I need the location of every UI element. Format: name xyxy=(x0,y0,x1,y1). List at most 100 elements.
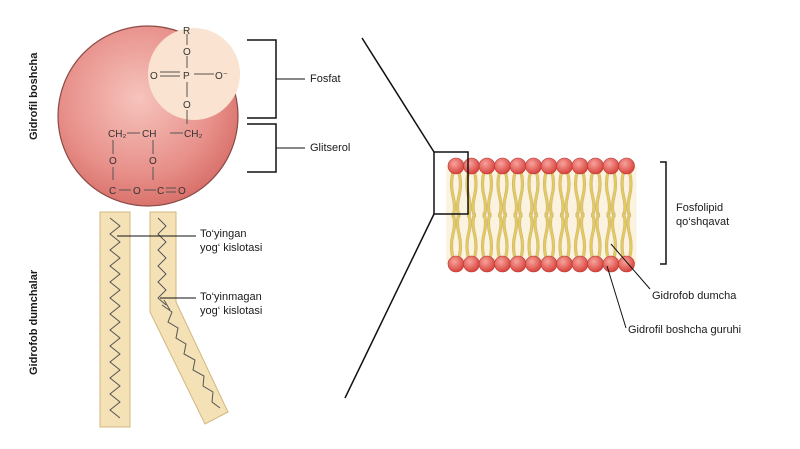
chem-ch2-left: CH₂ xyxy=(108,129,126,140)
bilayer-tail-bottom-core xyxy=(512,213,518,259)
bilayer-tail-top-core xyxy=(549,171,555,217)
bilayer-head-bottom xyxy=(540,255,558,273)
bilayer-head-bottom xyxy=(509,255,527,273)
bilayer-tail-bottom-core xyxy=(487,213,493,259)
bilayer-head-top xyxy=(571,157,589,175)
glycerol-label: Glitserol xyxy=(310,142,351,154)
bilayer-head-bottom xyxy=(478,255,496,273)
chem-o-minus: O⁻ xyxy=(215,71,228,82)
saturated-label-1: To‘yingan xyxy=(200,228,247,240)
bilayer-tail-bottom-core xyxy=(559,213,564,259)
chem-c-left: C xyxy=(109,186,116,197)
chem-o-top: O xyxy=(183,47,191,58)
bilayer-head-bottom xyxy=(447,255,465,273)
bilayer-head-top xyxy=(463,157,480,175)
chem-o-l1: O xyxy=(109,156,117,167)
chem-o-bridge: O xyxy=(133,186,141,197)
bilayer-tail-top-core xyxy=(590,171,595,217)
bilayer-head-top xyxy=(478,157,496,175)
bilayer-band xyxy=(446,166,637,264)
chemistry-labels: R O O P O⁻ O CH₂ CH CH₂ O O C O C O xyxy=(108,26,228,197)
chem-r: R xyxy=(183,26,190,37)
bilayer-tail-top-core xyxy=(481,171,487,217)
bilayer-tail-bottom-core xyxy=(565,213,570,259)
chem-o-mid: O xyxy=(183,100,191,111)
bilayer-label-1: Fosfolipid xyxy=(676,202,724,214)
zoom-line-top xyxy=(361,37,435,153)
bilayer-head-top xyxy=(540,157,558,175)
bilayer-tail-top-core xyxy=(565,171,570,217)
bilayer-tail-top-core xyxy=(596,171,601,217)
bilayer-tail-bottom-core xyxy=(543,213,549,259)
chem-c-right: C xyxy=(157,186,164,197)
bilayer-head-bottom xyxy=(571,255,589,273)
bilayer-tail-bottom-core xyxy=(481,213,487,259)
bilayer-tail-top-core xyxy=(543,171,549,217)
bilayer-tail-top-core xyxy=(472,171,477,217)
bilayer-tail-bottom-core xyxy=(472,213,477,259)
glycerol-bracket xyxy=(247,123,277,173)
bilayer-tail-bottom-core xyxy=(450,213,456,259)
bilayer-tail-bottom-core xyxy=(605,213,611,259)
chem-ch2-right: CH₂ xyxy=(184,129,202,140)
head-pointer-line xyxy=(606,265,627,329)
unsaturated-tail-box xyxy=(149,211,229,425)
bilayer-head-top xyxy=(525,157,542,175)
bilayer-head-bottom xyxy=(463,255,480,273)
saturated-label-2: yog‘ kislotasi xyxy=(200,242,263,254)
bilayer-head-top xyxy=(447,157,465,175)
bilayer-tail-bottom-core xyxy=(456,213,462,259)
bilayer-head-bottom xyxy=(618,255,635,273)
bilayer-tail-bottom-core xyxy=(621,213,626,259)
bilayer-bracket xyxy=(660,161,667,265)
tail-pointer-label: Gidrofob dumcha xyxy=(652,290,737,302)
bilayer-tail-top-core xyxy=(528,171,533,217)
double-bond-mark xyxy=(163,299,171,311)
phospholipid-bilayer xyxy=(446,157,637,273)
bilayer-tail-top-core xyxy=(621,171,626,217)
bilayer-head-top xyxy=(494,157,511,175)
bilayer-tail-top-core xyxy=(627,171,632,217)
bilayer-tail-top-core xyxy=(497,171,502,217)
bilayer-head-top xyxy=(602,157,620,175)
bilayer-tail-top-core xyxy=(580,171,586,217)
saturated-chain xyxy=(109,217,121,419)
bilayer-head-bottom xyxy=(602,255,620,273)
bilayer-head-bottom xyxy=(525,255,542,273)
bilayer-head-top xyxy=(618,157,635,175)
bilayer-head-bottom xyxy=(556,255,573,273)
bilayer-tail-bottom-core xyxy=(528,213,533,259)
bilayer-tail-top-core xyxy=(487,171,493,217)
bilayer-tail-bottom-core xyxy=(574,213,580,259)
chem-p: P xyxy=(183,71,190,82)
bilayer-tail-top-core xyxy=(503,171,508,217)
bilayer-tail-top-core xyxy=(605,171,611,217)
phosphate-label: Fosfat xyxy=(310,73,341,85)
bilayer-tail-bottom-core xyxy=(596,213,601,259)
bilayer-tail-bottom-core xyxy=(466,213,471,259)
zoom-box xyxy=(433,151,469,215)
bilayer-tail-top-core xyxy=(574,171,580,217)
zoom-line-bottom xyxy=(344,213,435,399)
bilayer-tail-top-core xyxy=(559,171,564,217)
chem-o-r1: O xyxy=(149,156,157,167)
bilayer-tail-bottom-core xyxy=(503,213,508,259)
tail-pointer-line xyxy=(610,243,651,290)
hydrophobic-tails-label: Gidrofob dumchalar xyxy=(28,269,40,375)
chemistry-bonds xyxy=(112,34,214,193)
unsaturated-label-1: To‘yinmagan xyxy=(200,291,262,303)
bilayer-tail-bottom-core xyxy=(627,213,632,259)
bilayer-tail-top-core xyxy=(534,171,539,217)
saturated-chain-2 xyxy=(157,217,167,306)
bilayer-head-top xyxy=(509,157,527,175)
bilayer-tail-bottom-core xyxy=(611,213,617,259)
hydrophilic-head-label: Gidrofil boshcha xyxy=(28,52,40,140)
unsaturated-label-2: yog‘ kislotasi xyxy=(200,305,263,317)
bilayer-tail-bottom-core xyxy=(580,213,586,259)
bilayer-tail-bottom-core xyxy=(534,213,539,259)
bilayer-head-top xyxy=(556,157,573,175)
bilayer-tail-top-core xyxy=(512,171,518,217)
bilayer-head-top xyxy=(587,157,604,175)
saturated-tail-box xyxy=(99,211,131,428)
bilayer-head-bottom xyxy=(494,255,511,273)
